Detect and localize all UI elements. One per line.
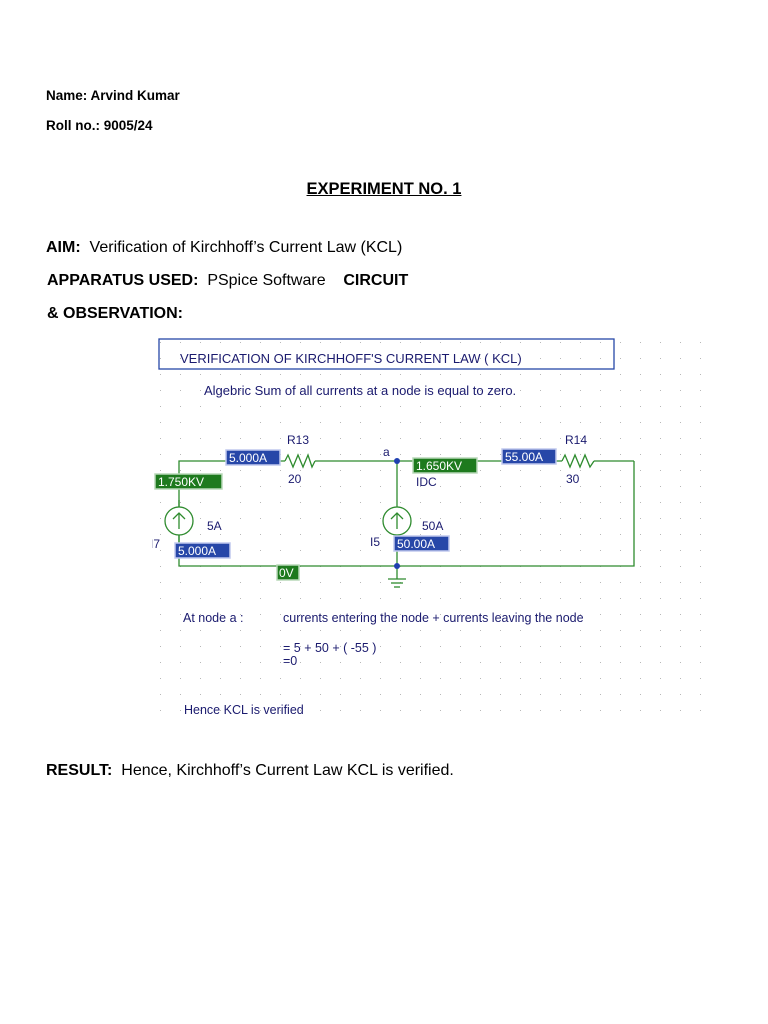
probe-ground-voltage-text: 0V xyxy=(279,566,294,580)
r14-name: R14 xyxy=(565,433,587,447)
probe-i7-voltage: 1.750KV xyxy=(154,473,223,490)
i7-name: I7 xyxy=(152,537,160,551)
i5-value: 50A xyxy=(422,519,443,533)
arrow-up-icon xyxy=(172,512,186,529)
ground-node-dot xyxy=(394,563,400,569)
probe-i7-voltage-text: 1.750KV xyxy=(158,475,204,489)
circuit-diagram: VERIFICATION OF KIRCHHOFF'S CURRENT LAW … xyxy=(152,338,701,717)
circuit-label: CIRCUIT xyxy=(343,272,409,289)
idc-label: IDC xyxy=(416,475,437,489)
name-line: Name: Arvind Kumar xyxy=(46,88,180,103)
equation-line-2: =0 xyxy=(283,654,297,668)
probe-i5-current-text: 50.00A xyxy=(397,537,435,551)
result-text: Hence, Kirchhoff’s Current Law KCL is ve… xyxy=(121,762,454,779)
probe-i5-current: 50.00A xyxy=(393,535,450,552)
apparatus-label: APPARATUS USED: xyxy=(47,272,199,289)
resistor-r14 xyxy=(561,453,595,469)
r14-value: 30 xyxy=(566,472,580,486)
observation-label: & OBSERVATION: xyxy=(47,305,184,322)
r13-value: 20 xyxy=(288,472,302,486)
probe-r14-current-text: 55.00A xyxy=(505,450,543,464)
probe-ground-voltage: 0V xyxy=(276,564,300,581)
probe-node-voltage-text: 1.650KV xyxy=(416,459,462,473)
result-line: RESULT: Hence, Kirchhoff’s Current Law K… xyxy=(46,762,454,780)
aim-label: AIM: xyxy=(46,239,81,256)
i5-name: I5 xyxy=(370,535,380,549)
apparatus-line: APPARATUS USED: PSpice Software CIRCUIT xyxy=(47,272,408,290)
probe-r13-current-text: 5.000A xyxy=(229,451,267,465)
name-label: Name: xyxy=(46,88,88,103)
ground-icon xyxy=(388,566,406,588)
node-a-dot xyxy=(394,458,400,464)
experiment-title: EXPERIMENT NO. 1 xyxy=(306,180,462,198)
title-box xyxy=(158,338,615,370)
i7-value: 5A xyxy=(207,519,222,533)
arrow-up-icon xyxy=(390,512,404,529)
aim-line: AIM: Verification of Kirchhoff’s Current… xyxy=(46,239,402,257)
circuit-title: VERIFICATION OF KIRCHHOFF'S CURRENT LAW … xyxy=(180,351,522,366)
roll-label: Roll no.: xyxy=(46,118,100,133)
node-a-label: a xyxy=(383,445,390,459)
roll-line: Roll no.: 9005/24 xyxy=(46,118,153,133)
conclusion-text: Hence KCL is verified xyxy=(184,703,304,717)
r13-name: R13 xyxy=(287,433,309,447)
name-value: Arvind Kumar xyxy=(90,88,180,103)
resistor-r13 xyxy=(284,453,316,469)
probe-i7-current: 5.000A xyxy=(174,542,231,559)
roll-value: 9005/24 xyxy=(103,118,153,133)
probe-r13-current: 5.000A xyxy=(225,449,281,466)
probe-r14-current: 55.00A xyxy=(501,448,557,465)
equation-line-1: = 5 + 50 + ( -55 ) xyxy=(283,641,376,655)
probe-node-voltage: 1.650KV xyxy=(412,457,478,474)
note-sum-text: currents entering the node + currents le… xyxy=(283,611,584,625)
apparatus-text: PSpice Software xyxy=(207,272,326,289)
result-label: RESULT: xyxy=(46,762,113,779)
wire-bottom xyxy=(178,461,635,567)
note-node-label: At node a : xyxy=(183,611,243,625)
circuit-subtitle: Algebric Sum of all currents at a node i… xyxy=(204,383,516,398)
probe-i7-current-text: 5.000A xyxy=(178,544,216,558)
aim-text: Verification of Kirchhoff’s Current Law … xyxy=(89,239,403,256)
